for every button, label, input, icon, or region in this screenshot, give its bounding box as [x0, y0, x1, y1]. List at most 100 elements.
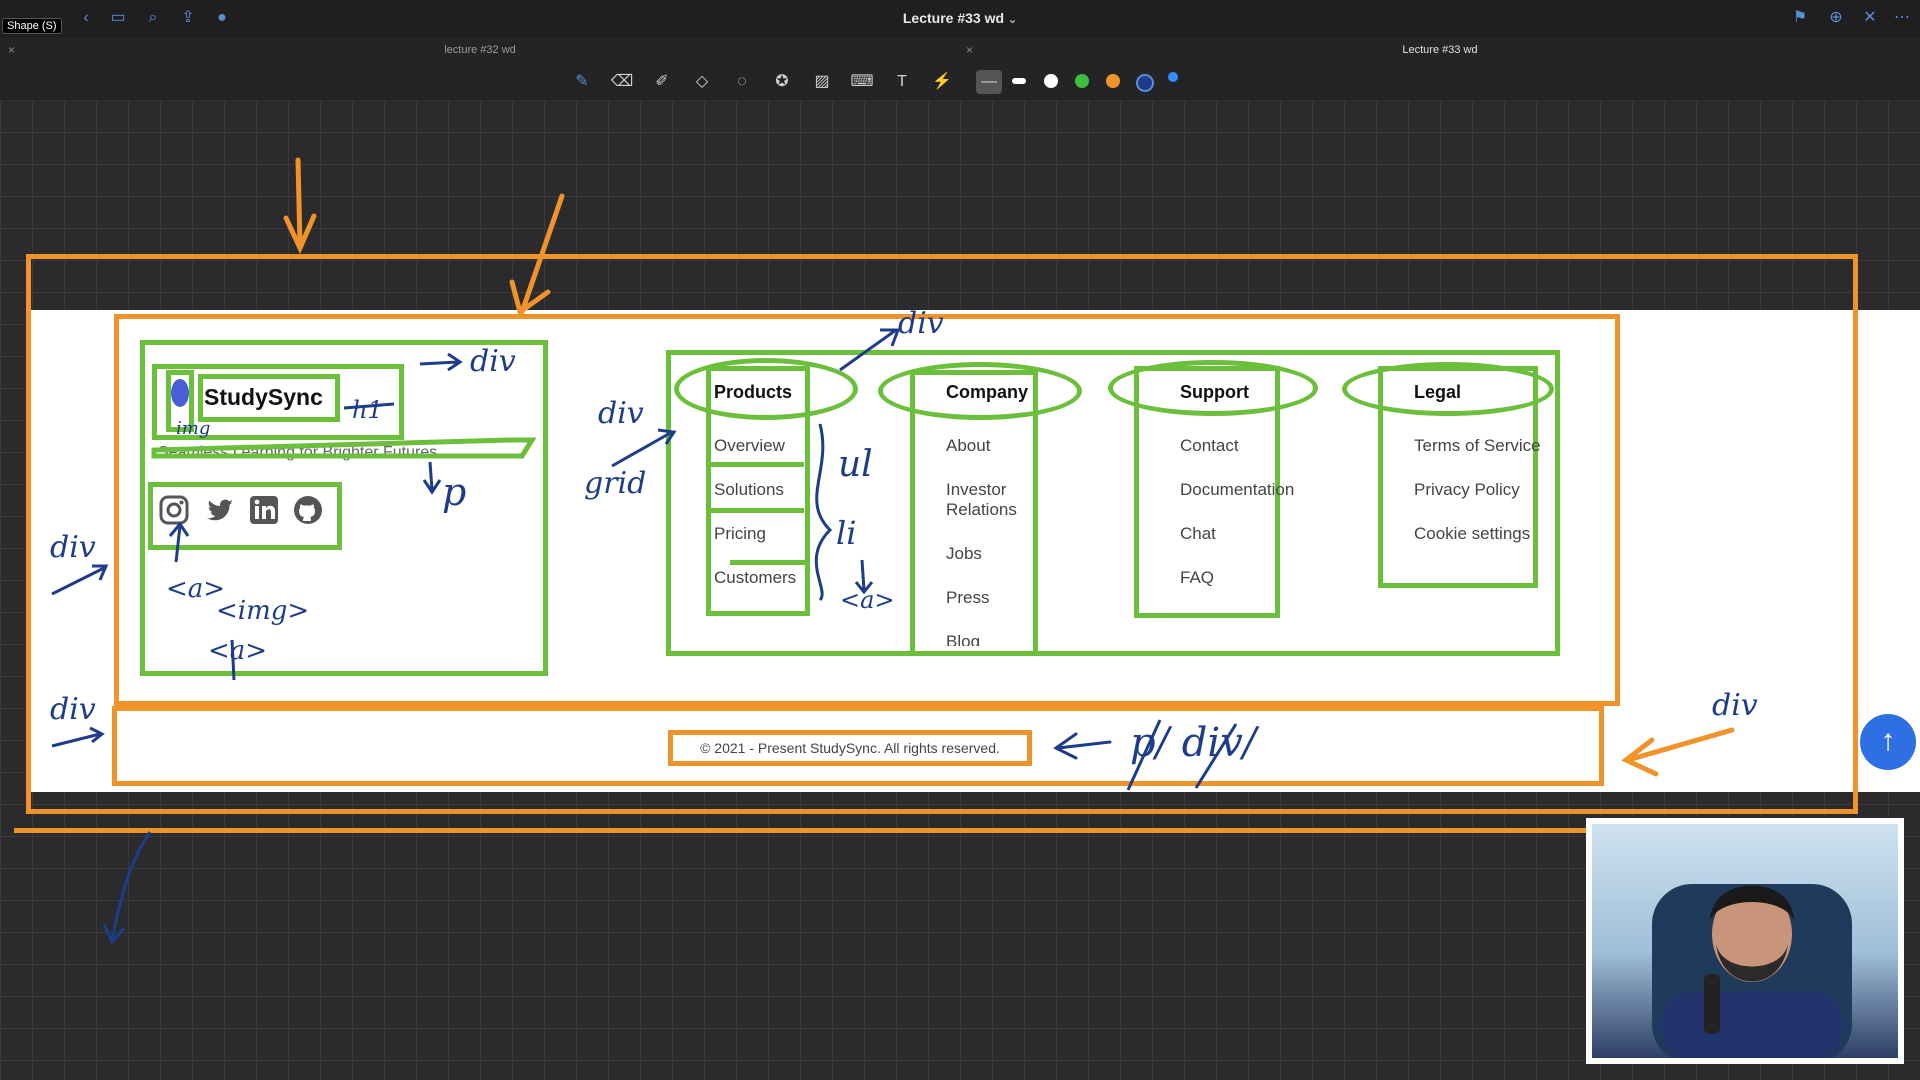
footer-link[interactable]: FAQ	[1180, 568, 1215, 587]
footer-link[interactable]: Documentation	[1180, 480, 1295, 499]
tab-close-icon[interactable]: ×	[8, 43, 16, 57]
image-icon[interactable]: ▨	[814, 73, 830, 90]
annotation-div-bottom-left: div	[50, 692, 96, 727]
li-underline	[708, 508, 804, 513]
annotation-div-top: div	[898, 306, 944, 341]
twitter-icon[interactable]	[204, 494, 236, 526]
close-icon[interactable]: ✕	[1863, 9, 1877, 26]
pen-icon[interactable]: ✎	[575, 73, 589, 90]
laser-pointer-icon[interactable]: ⚡	[932, 73, 952, 90]
instagram-icon[interactable]	[158, 494, 190, 526]
tab-lecture-33[interactable]: Lecture #33 wd	[1402, 44, 1478, 56]
heading-ellipse	[1108, 360, 1318, 416]
footer-link[interactable]: Customers	[714, 568, 797, 587]
footer-link[interactable]: Solutions	[714, 480, 784, 499]
footer-link[interactable]: Press	[946, 588, 990, 607]
annotation-h1: h1	[352, 396, 383, 424]
footer-link[interactable]: Cookie settings	[1414, 524, 1531, 543]
color-blue-swatch[interactable]	[1168, 72, 1178, 82]
title-bar: Shape (S) ‹ ▭ ⌕ ⇪ ● Lecture #33 wd ⌄ ⚑ ⊕…	[0, 0, 1920, 39]
footer-link[interactable]: Overview	[714, 436, 785, 455]
h1-box	[198, 374, 340, 422]
footer-link[interactable]: Jobs	[946, 544, 982, 563]
annotation-li: li	[836, 514, 857, 552]
lasso-icon[interactable]: ◌	[737, 73, 747, 90]
share-icon[interactable]: ⇪	[181, 9, 195, 26]
footer-bottom-box	[112, 706, 1604, 786]
github-icon[interactable]	[292, 494, 324, 526]
company-ul-box	[910, 370, 1038, 656]
annotation-div-right: div	[1712, 688, 1758, 723]
color-white-swatch[interactable]	[1044, 74, 1058, 88]
scroll-to-top-button[interactable]: ↑	[1860, 714, 1916, 770]
footer-link[interactable]: Pricing	[714, 524, 766, 543]
color-orange-swatch[interactable]	[1106, 74, 1120, 88]
footer-link[interactable]: Chat	[1180, 524, 1216, 543]
column-heading-company: Company	[946, 382, 1029, 402]
text-icon[interactable]: T	[897, 73, 907, 90]
color-green-swatch[interactable]	[1075, 74, 1089, 88]
eraser-icon[interactable]: ⌫	[610, 73, 634, 90]
heading-ellipse	[674, 358, 858, 420]
annotation-p-div: p/ div/	[1130, 720, 1257, 766]
annotation-anchor: <a>	[208, 636, 268, 666]
arrow-up-icon: ↑	[1880, 724, 1896, 757]
document-title[interactable]: Lecture #33 wd ⌄	[902, 10, 1018, 26]
annotation-div-left: div	[50, 530, 96, 565]
new-page-icon[interactable]: ⊕	[1829, 9, 1843, 26]
clipped-link-wrap: Terms of Service	[1414, 436, 1544, 458]
webcam-overlay	[1586, 818, 1904, 1064]
copyright-text: © 2021 - Present StudySync. All rights r…	[700, 740, 1000, 756]
legal-ul-box	[1378, 366, 1538, 588]
more-icon[interactable]: ⋯	[1894, 9, 1910, 26]
linkedin-icon[interactable]	[248, 494, 280, 526]
tab-lecture-32[interactable]: lecture #32 wd	[444, 44, 516, 56]
chevron-down-icon: ⌄	[1007, 14, 1018, 26]
links-grid-box	[666, 350, 1560, 656]
sticker-icon[interactable]: ✪	[775, 73, 789, 90]
annotation-grid: grid	[584, 466, 647, 501]
footer-link[interactable]: Privacy Policy	[1414, 480, 1520, 499]
tagline-highlight	[151, 437, 537, 459]
footer-link[interactable]: Blog	[946, 632, 981, 646]
heading-ellipse	[878, 362, 1082, 420]
li-underline	[708, 462, 804, 467]
highlighter-icon[interactable]: ✐	[655, 73, 669, 90]
footer-link[interactable]: About	[946, 436, 991, 455]
footer-top-box	[114, 314, 1620, 706]
copyright-box	[668, 730, 1032, 766]
logo-icon	[171, 379, 189, 407]
outer-annotation-box	[26, 254, 1858, 814]
sidebar-toggle-icon[interactable]: ▭	[110, 9, 126, 26]
microphone-icon[interactable]: ●	[217, 9, 227, 26]
annotation-div: div	[470, 344, 516, 379]
search-icon[interactable]: ⌕	[148, 9, 158, 26]
drawing-toolbar: ✎ ⌫ ✐ ◇ ◌ ✪ ▨ ⌨ T ⚡ —	[0, 64, 1920, 101]
footer-link[interactable]: Terms of Service	[1414, 436, 1541, 455]
shapes-icon[interactable]: ◇	[695, 73, 709, 90]
tab-close-icon[interactable]: ×	[966, 43, 974, 57]
annotation-anchor: <a>	[840, 586, 895, 614]
bookmark-icon[interactable]: ⚑	[1792, 9, 1808, 26]
clipped-link-wrap: Blog	[940, 630, 1010, 646]
brand-box	[152, 364, 404, 440]
stroke-medium-swatch[interactable]	[1012, 78, 1026, 84]
li-underline	[730, 560, 810, 565]
brand-column-box	[140, 340, 548, 676]
annotation-p: p	[442, 470, 467, 514]
annotation-div-grid: div	[598, 396, 644, 431]
annotation-ul: ul	[838, 444, 873, 485]
support-ul-box	[1134, 366, 1280, 618]
column-heading-legal: Legal	[1414, 382, 1462, 402]
back-icon[interactable]: ‹	[83, 9, 89, 26]
presenter-silhouette	[1652, 884, 1852, 1058]
presenter-video	[1592, 824, 1898, 1058]
footer-link[interactable]: Investor Relations	[946, 480, 1017, 519]
keyboard-icon[interactable]: ⌨	[850, 73, 874, 90]
logo-box	[166, 370, 194, 432]
footer-link[interactable]: Contact	[1180, 436, 1239, 455]
orange-underline	[14, 828, 1594, 833]
heading-ellipse	[1342, 362, 1554, 416]
color-navy-swatch[interactable]	[1136, 74, 1154, 92]
stroke-thin-icon[interactable]: —	[976, 70, 1002, 94]
